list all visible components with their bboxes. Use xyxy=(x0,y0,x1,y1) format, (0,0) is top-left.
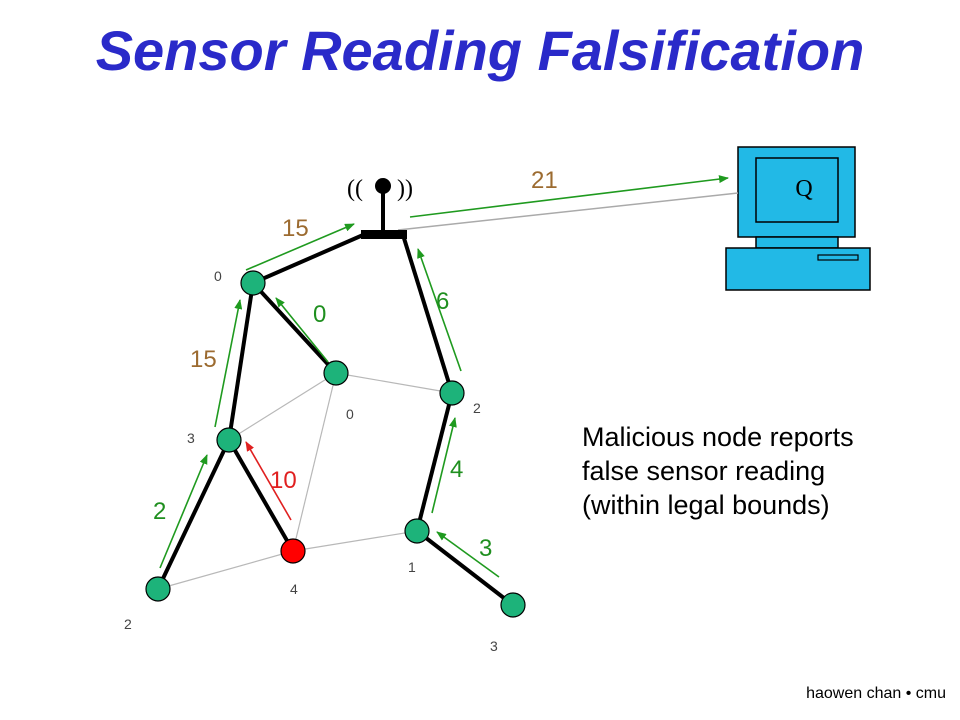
arrow-A-base xyxy=(245,223,355,271)
sensor-node-H xyxy=(500,592,526,618)
signal-right-glyph: )) xyxy=(397,176,413,202)
aggregate-labels: 21 15 0 15 2 10 6 4 3 xyxy=(153,167,558,562)
computer-base xyxy=(725,247,871,291)
sensor-node-G xyxy=(404,518,430,544)
arrow-F-base xyxy=(417,248,462,372)
note-line-3: (within legal bounds) xyxy=(582,490,830,520)
agg-label-G-F: 4 xyxy=(450,456,463,483)
routing-tree xyxy=(156,233,515,607)
note-line-1: Malicious node reports xyxy=(582,422,854,452)
author-credit: haowen chan • cmu xyxy=(806,685,946,702)
arrow-C-A xyxy=(214,299,243,428)
arrow-D-C xyxy=(159,454,208,569)
base-station-antenna-icon: (( )) xyxy=(347,176,413,239)
sensor-node-B xyxy=(323,360,349,386)
edge-C-D xyxy=(156,439,231,590)
reading-label-A: 0 xyxy=(214,268,222,284)
link-E-G xyxy=(292,530,418,552)
agg-label-F-base: 6 xyxy=(436,288,449,315)
edge-F-G xyxy=(415,392,454,532)
agg-label-D-C: 2 xyxy=(153,498,166,525)
monitor-screen xyxy=(755,157,839,223)
arrow-H-G xyxy=(436,531,500,578)
agg-label-A-base: 15 xyxy=(282,215,309,242)
reading-label-C: 3 xyxy=(187,430,195,446)
agg-label-C-A: 15 xyxy=(190,346,217,373)
signal-left-glyph: (( xyxy=(347,176,363,202)
agg-label-querier: 21 xyxy=(531,167,558,194)
reading-label-F: 2 xyxy=(473,400,481,416)
sensor-node-F xyxy=(439,380,465,406)
link-D-E xyxy=(157,550,294,590)
aggregate-arrows xyxy=(159,175,729,578)
edge-F-base xyxy=(401,234,454,394)
slide-title: Sensor Reading Falsification xyxy=(95,19,865,82)
sensor-node-A xyxy=(240,270,266,296)
sensor-node-C xyxy=(216,427,242,453)
agg-label-B-A: 0 xyxy=(313,301,326,328)
note-line-2: false sensor reading xyxy=(582,456,826,486)
reading-label-B: 0 xyxy=(346,406,354,422)
reading-labels: 0 0 3 2 4 2 1 3 xyxy=(124,268,498,654)
neighbor-links xyxy=(157,372,453,590)
link-base-querier xyxy=(397,192,739,231)
arrow-to-querier xyxy=(409,175,729,218)
reading-label-E: 4 xyxy=(290,581,298,597)
edge-A-B xyxy=(251,281,338,375)
sensor-nodes xyxy=(145,270,526,618)
malicious-node-E xyxy=(280,538,306,564)
edge-A-C xyxy=(227,282,255,441)
monitor-stand xyxy=(755,236,839,249)
edge-C-E xyxy=(227,439,295,552)
edge-A-base xyxy=(252,233,364,285)
edge-G-H xyxy=(415,529,515,607)
arrow-G-F xyxy=(431,417,457,514)
arrow-E-C xyxy=(245,441,292,521)
agg-label-H-G: 3 xyxy=(479,535,492,562)
reading-label-D: 2 xyxy=(124,616,132,632)
agg-label-E-C: 10 xyxy=(270,467,297,494)
link-B-E xyxy=(292,372,337,552)
sensor-node-D xyxy=(145,576,171,602)
arrow-B-A xyxy=(275,297,329,363)
reading-label-H: 3 xyxy=(490,638,498,654)
disk-slot xyxy=(817,254,859,261)
malicious-node-note: Malicious node reports false sensor read… xyxy=(582,420,942,522)
reading-label-G: 1 xyxy=(408,559,416,575)
link-C-B xyxy=(228,372,337,441)
link-B-F xyxy=(335,372,453,394)
querier-label: Q xyxy=(795,176,812,202)
querier-computer-icon: Q xyxy=(725,146,871,291)
